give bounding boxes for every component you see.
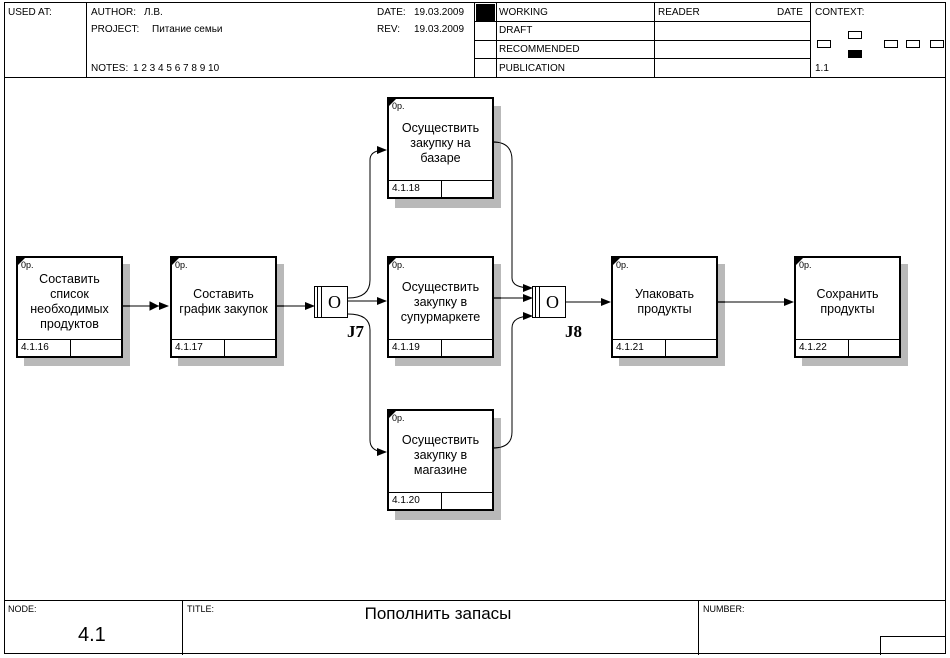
activity-box-4-1-17[interactable]: 0р. Составить график закупок 4.1.17 xyxy=(170,256,277,358)
project-label: PROJECT: xyxy=(91,24,140,35)
box-cost: 0р. xyxy=(616,260,629,270)
title-label: TITLE: xyxy=(187,604,215,614)
rev-label: REV: xyxy=(377,24,400,35)
rev-value: 19.03.2009 xyxy=(414,24,465,35)
box-cost: 0р. xyxy=(799,260,812,270)
box-title: Упаковать продукты xyxy=(634,287,695,316)
node-label: NODE: xyxy=(8,604,37,614)
box-footer: 4.1.20 xyxy=(389,492,492,509)
context-box xyxy=(930,40,944,48)
activity-box-4-1-18[interactable]: 0р. Осуществить закупку на базаре 4.1.18 xyxy=(387,97,494,199)
activity-box-4-1-20[interactable]: 0р. Осуществить закупку в магазине 4.1.2… xyxy=(387,409,494,511)
author-value: Л.В. xyxy=(144,7,163,18)
box-number: 4.1.17 xyxy=(175,342,203,353)
context-box-current xyxy=(848,50,862,58)
context-box xyxy=(848,31,862,39)
junction-label-j8: J8 xyxy=(565,322,582,341)
arrow-20-j8 xyxy=(492,312,533,449)
junction-strip xyxy=(535,287,536,317)
date-label: DATE: xyxy=(377,7,406,18)
status-working: WORKING xyxy=(499,7,548,18)
box-title: Осуществить закупку в супурмаркете xyxy=(400,279,481,324)
box-number: 4.1.21 xyxy=(616,342,644,353)
date-value: 19.03.2009 xyxy=(414,7,465,18)
activity-box-4-1-21[interactable]: 0р. Упаковать продукты 4.1.21 xyxy=(611,256,718,358)
notes-label: NOTES: xyxy=(91,63,129,74)
activity-box-4-1-19[interactable]: 0р. Осуществить закупку в супурмаркете 4… xyxy=(387,256,494,358)
box-number: 4.1.16 xyxy=(21,342,49,353)
context-label: CONTEXT: xyxy=(815,7,865,18)
box-number: 4.1.20 xyxy=(392,495,420,506)
box-footer: 4.1.19 xyxy=(389,339,492,356)
box-title: Осуществить закупку на базаре xyxy=(401,120,480,165)
box-footer: 4.1.16 xyxy=(18,339,121,356)
arrow-16-17-tick xyxy=(149,301,160,311)
project-value: Питание семьи xyxy=(152,24,223,35)
box-footer: 4.1.17 xyxy=(172,339,275,356)
junction-j8[interactable]: O xyxy=(532,286,566,318)
diagram-frame xyxy=(4,2,946,654)
box-number: 4.1.22 xyxy=(799,342,827,353)
box-corner xyxy=(389,411,396,418)
node-value: 4.1 xyxy=(78,624,106,646)
diagram-title: Пополнить запасы xyxy=(364,604,512,623)
context-map xyxy=(812,28,944,60)
box-number: 4.1.18 xyxy=(392,183,420,194)
status-recommended: RECOMMENDED xyxy=(499,44,580,55)
box-corner xyxy=(389,99,396,106)
context-box xyxy=(817,40,831,48)
box-title: Составить список необходимых продуктов xyxy=(30,272,109,331)
box-corner xyxy=(18,258,25,265)
box-corner xyxy=(172,258,179,265)
status-publication: PUBLICATION xyxy=(499,63,565,74)
header xyxy=(4,2,946,78)
footer xyxy=(4,600,946,655)
junction-type: O xyxy=(321,287,347,317)
number-label: NUMBER: xyxy=(703,604,745,614)
activity-box-4-1-22[interactable]: 0р. Сохранить продукты 4.1.22 xyxy=(794,256,901,358)
used-at-label: USED AT: xyxy=(8,7,52,18)
box-footer: 4.1.21 xyxy=(613,339,716,356)
box-cost: 0р. xyxy=(392,413,405,423)
box-cost: 0р. xyxy=(175,260,188,270)
box-cost: 0р. xyxy=(392,101,405,111)
junction-strip xyxy=(317,287,318,317)
status-draft: DRAFT xyxy=(499,25,533,36)
box-title: Составить график закупок xyxy=(179,287,268,316)
box-corner xyxy=(389,258,396,265)
notes-value: 1 2 3 4 5 6 7 8 9 10 xyxy=(133,63,220,74)
box-title: Осуществить закупку в магазине xyxy=(401,432,480,477)
author-label: AUTHOR: xyxy=(91,7,136,18)
working-marker xyxy=(476,4,495,21)
arrow-18-j8 xyxy=(492,141,533,292)
number-subbox xyxy=(880,636,946,655)
box-corner xyxy=(613,258,620,265)
box-cost: 0р. xyxy=(21,260,34,270)
box-title: Сохранить продукты xyxy=(816,287,879,316)
box-cost: 0р. xyxy=(392,260,405,270)
reader-label: READER xyxy=(658,7,700,18)
junction-label-j7: J7 xyxy=(347,322,364,341)
junction-j7[interactable]: O xyxy=(314,286,348,318)
activity-box-4-1-16[interactable]: 0р. Составить список необходимых продукт… xyxy=(16,256,123,358)
reader-date-label: DATE xyxy=(777,7,803,18)
junction-type: O xyxy=(539,287,565,317)
arrow-j7-20 xyxy=(347,313,387,456)
box-footer: 4.1.22 xyxy=(796,339,899,356)
context-box xyxy=(906,40,920,48)
box-number: 4.1.19 xyxy=(392,342,420,353)
context-box xyxy=(884,40,898,48)
box-footer: 4.1.18 xyxy=(389,180,492,197)
arrow-j7-18 xyxy=(347,146,387,299)
box-corner xyxy=(796,258,803,265)
context-node: 1.1 xyxy=(815,63,829,74)
